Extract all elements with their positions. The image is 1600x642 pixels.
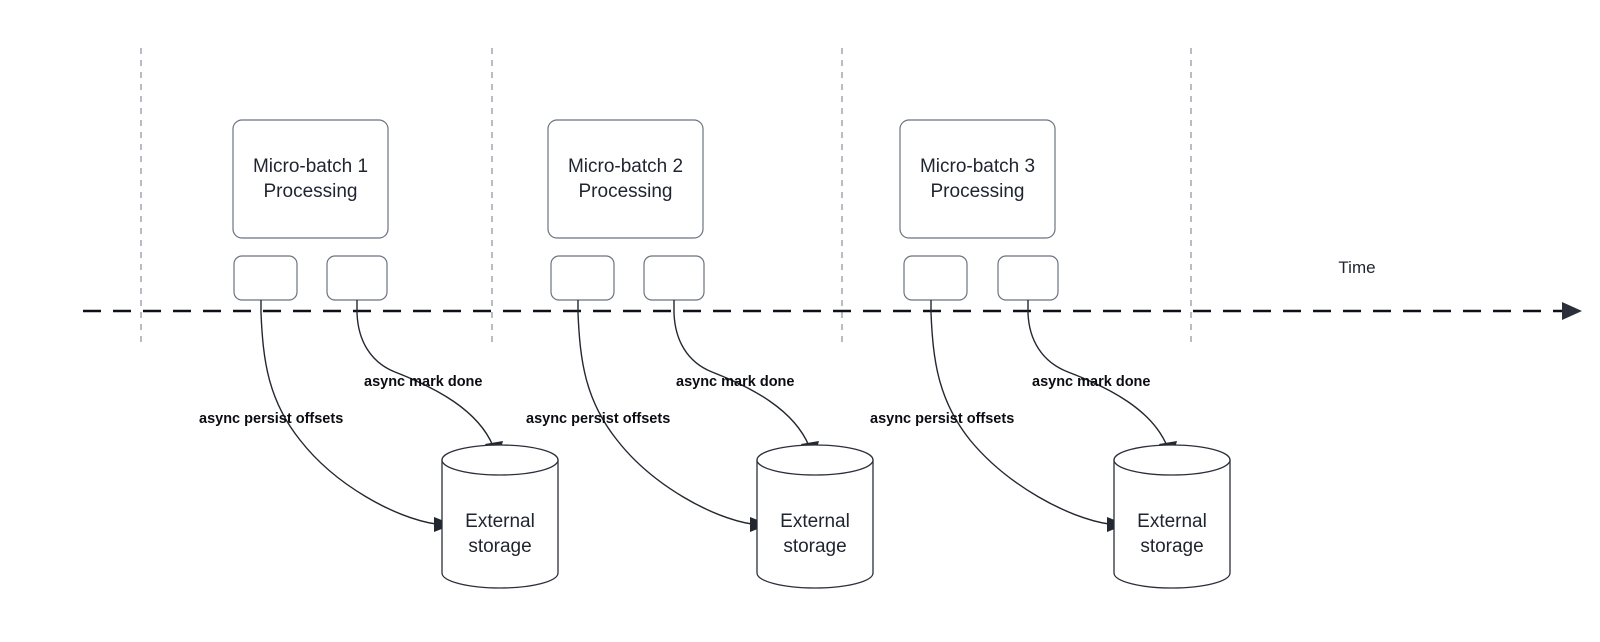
micro-batch-3-mark-done-arrow <box>1027 312 1168 447</box>
micro-batch-1-mark-done-task-box[interactable] <box>326 255 388 301</box>
micro-batch-3-label-line1: Micro-batch 3 <box>920 156 1035 177</box>
micro-batch-1-label-line1: Micro-batch 1 <box>253 156 368 177</box>
timeline-arrowhead-icon <box>1562 302 1582 320</box>
micro-batch-1-mark-done-arrow <box>356 312 494 447</box>
external-storage-body-3 <box>1113 459 1231 589</box>
micro-batch-3-mark-done-label: async mark done <box>1032 374 1150 390</box>
external-storage-top-1 <box>441 444 559 476</box>
micro-batch-1-external-storage[interactable]: External storage <box>441 444 559 589</box>
micro-batch-2-persist-offsets-label: async persist offsets <box>526 411 670 427</box>
micro-batch-3-label-line2: Processing <box>931 181 1025 202</box>
micro-batch-3-persist-offsets-task-box[interactable] <box>903 255 968 301</box>
time-axis: Time <box>83 258 1582 320</box>
micro-batch-2-process-box[interactable] <box>547 119 704 239</box>
micro-batch-2-mark-done-task-box[interactable] <box>643 255 705 301</box>
external-storage-body-2 <box>756 459 874 589</box>
micro-batch-1-label-line2: Processing <box>264 181 358 202</box>
micro-batch-1-persist-offsets-task-box[interactable] <box>233 255 298 301</box>
external-storage-1-label-line1: External <box>465 511 535 532</box>
external-storage-2-label-line1: External <box>780 511 850 532</box>
micro-batch-3-external-storage[interactable]: External storage <box>1113 444 1231 589</box>
micro-batch-2-external-storage[interactable]: External storage <box>756 444 874 589</box>
micro-batch-2-persist-offsets-task-box[interactable] <box>550 255 615 301</box>
micro-batch-2-label-line1: Micro-batch 2 <box>568 156 683 177</box>
micro-batch-3-persist-offsets-arrow <box>930 312 1110 525</box>
micro-batch-group-1: Micro-batch 1 Processing async persist o… <box>199 119 559 589</box>
time-axis-label: Time <box>1338 258 1375 277</box>
micro-batch-2-label-line2: Processing <box>579 181 673 202</box>
external-storage-top-3 <box>1113 444 1231 476</box>
micro-batch-3-mark-done-task-box[interactable] <box>997 255 1059 301</box>
micro-batch-2-mark-done-label: async mark done <box>676 374 794 390</box>
micro-batch-3-process-box[interactable] <box>899 119 1056 239</box>
micro-batch-1-process-box[interactable] <box>232 119 389 239</box>
micro-batch-2-persist-offsets-arrow <box>577 312 753 525</box>
external-storage-2-label-line2: storage <box>783 536 846 557</box>
micro-batch-2-mark-done-arrow <box>673 312 810 447</box>
micro-batch-group-3: Micro-batch 3 Processing async persist o… <box>870 119 1231 589</box>
micro-batch-3-persist-offsets-label: async persist offsets <box>870 411 1014 427</box>
micro-batch-1-persist-offsets-arrow <box>260 312 437 525</box>
tick-lines-layer <box>140 48 1192 345</box>
micro-batch-group-2: Micro-batch 2 Processing async persist o… <box>526 119 874 589</box>
micro-batch-1-mark-done-label: async mark done <box>364 374 482 390</box>
external-storage-1-label-line2: storage <box>468 536 531 557</box>
external-storage-body-1 <box>441 459 559 589</box>
external-storage-3-label-line1: External <box>1137 511 1207 532</box>
external-storage-3-label-line2: storage <box>1140 536 1203 557</box>
external-storage-top-2 <box>756 444 874 476</box>
micro-batch-1-persist-offsets-label: async persist offsets <box>199 411 343 427</box>
